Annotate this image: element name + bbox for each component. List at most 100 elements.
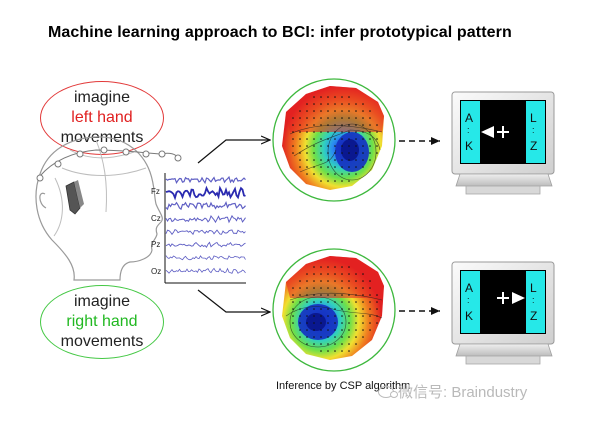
electrode-dot [327,343,329,345]
electrode-dot [313,301,315,303]
electrode-dot [334,294,336,296]
electrode-dot [348,124,350,126]
plus-cursor-icon [497,292,509,304]
monitor-top-letter-l: L [530,111,537,125]
imagine-right-hand-bubble: imagine right hand movements [40,285,164,359]
electrode-dot [299,315,301,317]
electrode-dot [355,173,357,175]
electrode-dot [327,287,329,289]
electrode-dot [348,273,350,275]
electrode-dot [327,166,329,168]
electrode-dot [320,287,322,289]
electrode-dot [313,287,315,289]
electrode-dot [341,294,343,296]
electrode-dot [320,145,322,147]
electrode-dot [327,315,329,317]
electrode-dot [334,138,336,140]
electrode-dot [306,173,308,175]
electrode-dot [348,294,350,296]
electrode-dot [327,322,329,324]
electrode-dot [320,138,322,140]
eeg-trace-line [165,214,246,224]
electrode-dot [341,329,343,331]
electrode-dot [362,159,364,161]
electrode-dot [334,350,336,352]
electrode-dot [362,152,364,154]
electrode-dot [306,301,308,303]
electrode-dot [341,273,343,275]
electrode-dot [355,343,357,345]
electrode-dot [362,294,364,296]
electrode-dot [369,117,371,119]
electrode-dot [362,166,364,168]
left-arrow-icon [481,126,494,138]
electrode-dot [341,315,343,317]
bubble-right-line1: imagine [73,293,131,310]
monitor-bottom-letter-l: L [530,281,537,295]
electrode-dot [327,301,329,303]
electrode-dot [313,103,315,105]
electrode-dot [369,124,371,126]
electrode-dot [327,308,329,310]
electrode-dot [355,315,357,317]
electrode-dot [292,131,294,133]
electrode-dot [362,308,364,310]
electrode-dot [355,280,357,282]
electrode-dot [320,308,322,310]
eeg-trace-line [165,175,246,185]
electrode-dot [341,96,343,98]
electrode-dot [348,166,350,168]
electrode-dot [334,308,336,310]
electrode-dot [334,131,336,133]
electrode-dot [299,131,301,133]
electrode-dot [292,308,294,310]
electrode-dot [299,124,301,126]
electrode-dot [292,315,294,317]
motor-cortex-marker [65,180,84,215]
electrode-dot [334,152,336,154]
maps-to-monitors-arrows [399,137,440,315]
eeg-channel-fz: Fz [151,187,160,196]
electrode-dot [306,117,308,119]
electrode-dot [341,117,343,119]
electrode-dot [299,145,301,147]
electrode-dot [327,350,329,352]
electrode-dot [306,308,308,310]
electrode-dot [334,159,336,161]
watermark: 微信号: Braindustry [378,381,527,402]
electrode-dot [348,343,350,345]
electrode-dot [341,343,343,345]
electrode-dot [320,173,322,175]
monitor-bottom-letter-z: Z [530,309,537,323]
electrode-dot [313,124,315,126]
electrode-dot [299,287,301,289]
electrode-dot [355,308,357,310]
electrode-dot [320,180,322,182]
electrode-dot [320,322,322,324]
eeg-trace-panel: Fz Cz Pz Oz [151,173,246,284]
electrode-dot [313,308,315,310]
electrode-dot [369,294,371,296]
electrode-dot [292,138,294,140]
electrode-dot [299,159,301,161]
electrode-dot [369,159,371,161]
monitor-top-letter-z: Z [530,139,537,153]
electrode-dot [376,322,378,324]
electrode-dot [313,280,315,282]
electrode-dot [362,138,364,140]
electrode-dot [299,117,301,119]
electrode-dot [320,152,322,154]
electrode-dot [313,138,315,140]
electrode-dot [341,180,343,182]
electrode-dot [348,110,350,112]
electrode-dot [306,336,308,338]
electrode-dot [327,336,329,338]
electrode-dot [313,266,315,268]
electrode-dot [320,96,322,98]
electrode-dot [299,336,301,338]
electrode-dot [320,336,322,338]
electrode-dot [334,315,336,317]
monitor-bottom-letter-k: K [465,309,473,323]
electrode-dot [376,152,378,154]
